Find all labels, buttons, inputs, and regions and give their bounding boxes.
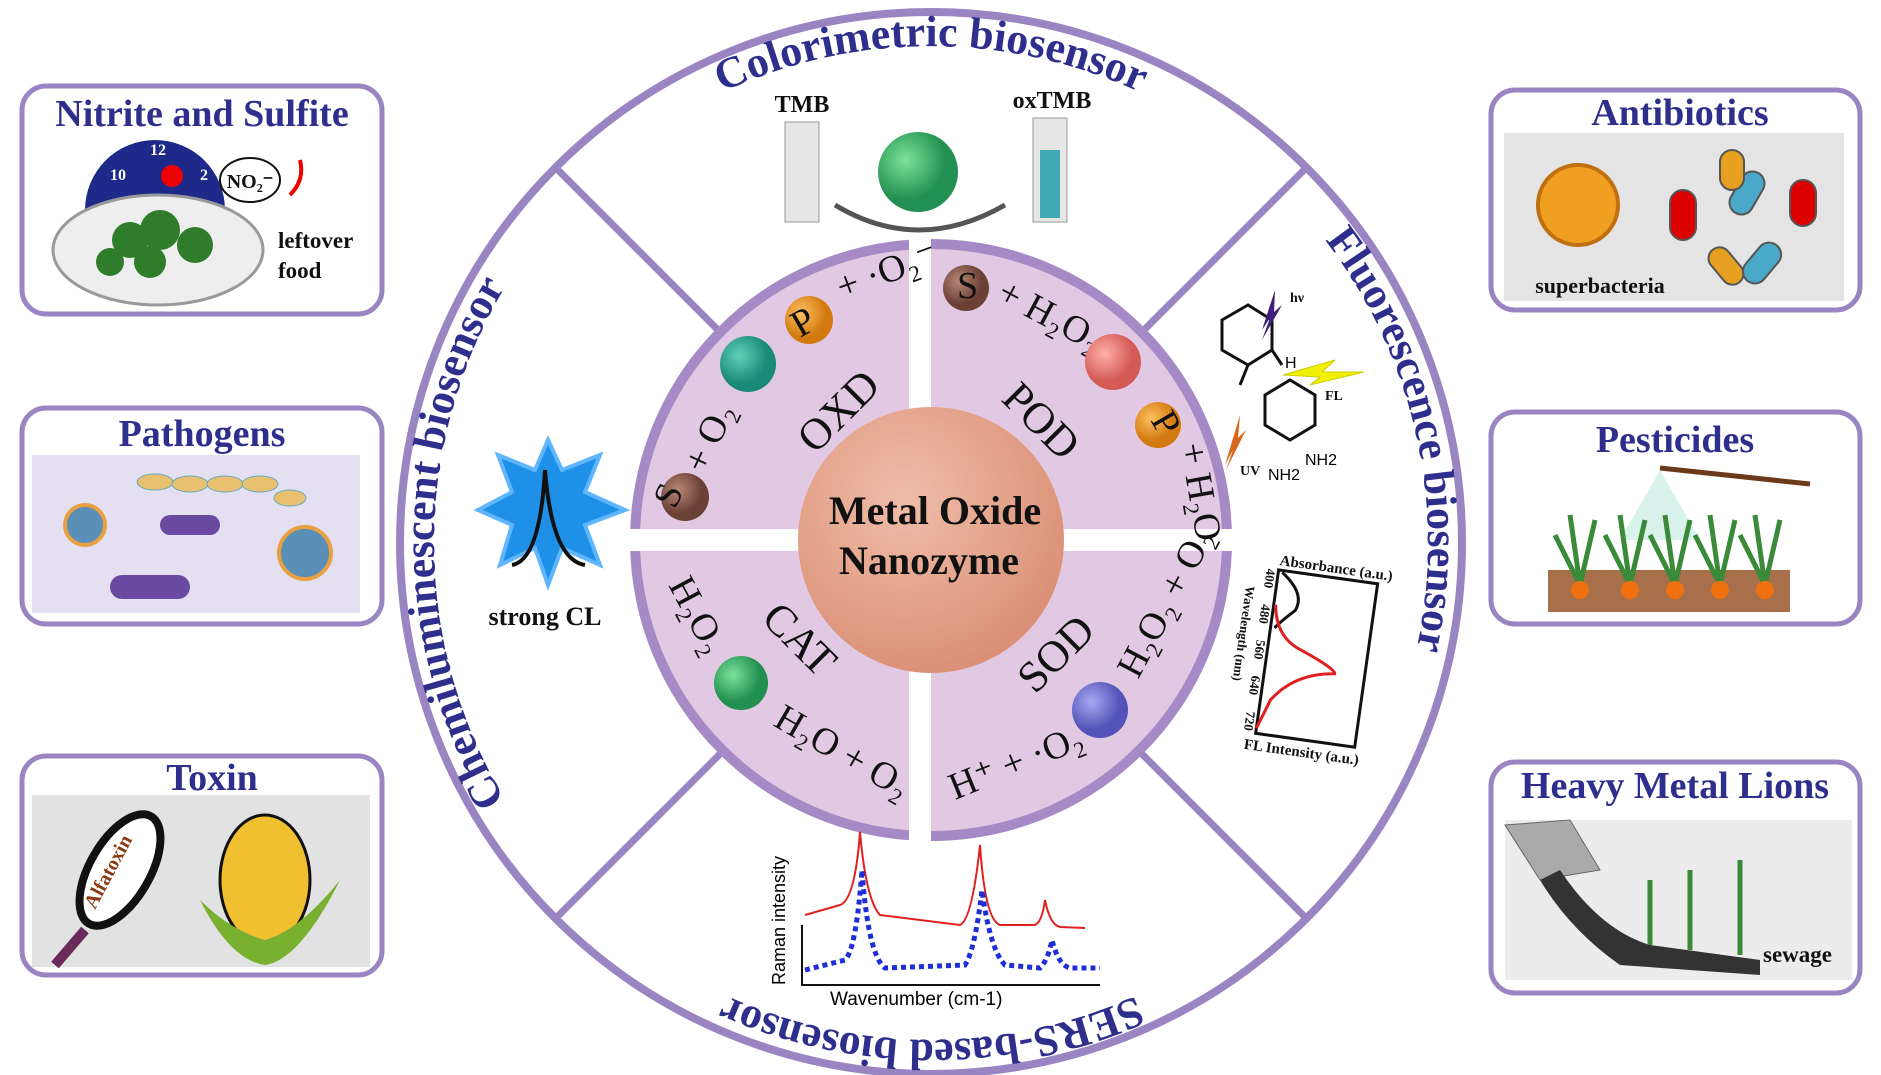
sewage-flow bbox=[1540, 870, 1760, 975]
hv-label: hν bbox=[1290, 291, 1305, 306]
box-title: Antibiotics bbox=[1591, 92, 1768, 134]
carrots bbox=[1571, 581, 1774, 599]
chemiluminescent-title: Chemiluminescent biosensor bbox=[395, 267, 514, 819]
sod-nanozyme-sphere bbox=[1072, 682, 1128, 738]
box-toxin: Toxin Alfatoxin bbox=[19, 753, 385, 978]
outer-ring bbox=[396, 8, 1466, 1075]
corn-leaves bbox=[200, 880, 340, 965]
raman-intensity-label: Raman intensity bbox=[769, 856, 789, 985]
fluorescence-illustration: H NH2 NH2 hν FL UV Absorbance (a.u.) FL … bbox=[1220, 290, 1394, 769]
box-antibiotics: Antibiotics superbacteria bbox=[1488, 87, 1863, 313]
absorbance-label: Absorbance (a.u.) bbox=[1279, 553, 1394, 585]
bacterium-icon bbox=[110, 575, 190, 599]
leftover-label: leftover bbox=[278, 228, 353, 253]
food-label: food bbox=[278, 258, 322, 283]
no2-label: NO₂⁻ bbox=[227, 171, 274, 193]
fl-intensity-label: FL Intensity (a.u.) bbox=[1243, 737, 1360, 769]
oxtmb-solution bbox=[1040, 150, 1060, 218]
tick-label: 560 bbox=[1251, 639, 1269, 660]
magnifier-icon bbox=[75, 810, 165, 930]
molecule-structure bbox=[1220, 303, 1317, 442]
cat-nanozyme-sphere bbox=[714, 656, 768, 710]
center-line1: Metal Oxide bbox=[829, 488, 1041, 533]
tick-label: 640 bbox=[1246, 675, 1264, 696]
ring-dividers bbox=[553, 165, 1309, 921]
tick-label: 480 bbox=[1256, 603, 1274, 624]
superbacteria-label: superbacteria bbox=[1535, 273, 1665, 298]
box-nitrite-sulfite: Nitrite and Sulfite 10 12 2 NO₂⁻ leftove… bbox=[19, 83, 385, 317]
nh2-label: NH2 bbox=[1268, 467, 1300, 484]
fl-label: FL bbox=[1325, 389, 1343, 404]
box-pesticides: Pesticides bbox=[1488, 409, 1863, 627]
clock-2: 2 bbox=[200, 167, 208, 184]
center-line2: Nanozyme bbox=[839, 538, 1019, 583]
arrow-icon bbox=[833, 202, 1007, 233]
wavelength-label: Wavelength (nm) bbox=[1230, 585, 1258, 682]
metal-oxide-nanozyme-core: Metal Oxide Nanozyme bbox=[798, 407, 1064, 673]
nh2-label: NH2 bbox=[1305, 452, 1337, 469]
spectrum-plot: Absorbance (a.u.) FL Intensity (a.u.) 40… bbox=[1230, 553, 1394, 769]
oxd-nanozyme-sphere bbox=[720, 336, 776, 392]
strong-cl-label: strong CL bbox=[489, 602, 602, 631]
capsule-icons bbox=[1669, 149, 1817, 286]
pod-nanozyme-sphere bbox=[1085, 334, 1141, 390]
box-title: Pesticides bbox=[1596, 419, 1754, 461]
clock-12: 12 bbox=[150, 142, 166, 159]
uv-label: UV bbox=[1240, 464, 1260, 479]
colorimetric-illustration: TMB oxTMB bbox=[775, 88, 1092, 233]
sprayer-icon bbox=[1659, 465, 1811, 487]
plant-icons bbox=[1647, 860, 1743, 955]
box-title: Pathogens bbox=[119, 413, 286, 455]
spray bbox=[1620, 470, 1700, 540]
substrate-label: S bbox=[957, 265, 978, 307]
lightning-fl-icon bbox=[1282, 359, 1365, 386]
nh-label: H bbox=[1285, 355, 1297, 372]
bacteria-chain bbox=[136, 473, 307, 507]
nanozyme-sphere bbox=[878, 132, 958, 212]
cl-peak bbox=[511, 469, 586, 567]
product-sphere bbox=[1135, 402, 1181, 448]
oxtmb-label: oxTMB bbox=[1013, 88, 1092, 114]
box-title: Toxin bbox=[166, 757, 258, 799]
box-title: Nitrite and Sulfite bbox=[55, 93, 348, 135]
tick-label: 720 bbox=[1241, 710, 1259, 731]
fluorescence-title: Fluorescence biosensor bbox=[1317, 217, 1467, 657]
sewage-label: sewage bbox=[1763, 942, 1832, 967]
box-heavy-metal: Heavy Metal Lions sewage bbox=[1488, 759, 1863, 996]
substrate-sphere bbox=[661, 473, 709, 521]
up-arrow-icon bbox=[288, 159, 304, 197]
virus-icon bbox=[63, 503, 107, 547]
sers-illustration: Raman intensity Wavenumber (cm-1) bbox=[769, 831, 1100, 1010]
plant-icons bbox=[1552, 514, 1783, 587]
quadrant-oxd: OXD S + O₂ P + ·O₂⁻ bbox=[645, 233, 943, 521]
bacterium-icon bbox=[160, 515, 220, 535]
magnifier-handle bbox=[51, 926, 89, 969]
box-pathogens: Pathogens bbox=[19, 405, 385, 627]
bacteria-icon bbox=[1536, 163, 1620, 247]
pipe-icon bbox=[1504, 819, 1601, 881]
substrate-sphere bbox=[943, 265, 989, 311]
box-title: Heavy Metal Lions bbox=[1521, 765, 1829, 807]
tick-label: 400 bbox=[1261, 568, 1279, 589]
tmb-label: TMB bbox=[775, 92, 830, 118]
speech-bubble bbox=[219, 157, 281, 203]
clock-icon bbox=[85, 140, 225, 210]
tmb-cuvette bbox=[784, 121, 820, 223]
lightning-uv-icon bbox=[1225, 415, 1246, 470]
red-dot bbox=[161, 165, 183, 187]
clock-10: 10 bbox=[110, 167, 126, 184]
lightning-hv-icon bbox=[1262, 290, 1282, 340]
chemiluminescent-illustration: strong CL bbox=[473, 435, 631, 631]
virus-icon bbox=[277, 525, 333, 581]
broccoli bbox=[96, 210, 213, 278]
product-sphere bbox=[785, 296, 833, 344]
wavenumber-label: Wavenumber (cm-1) bbox=[830, 989, 1002, 1010]
